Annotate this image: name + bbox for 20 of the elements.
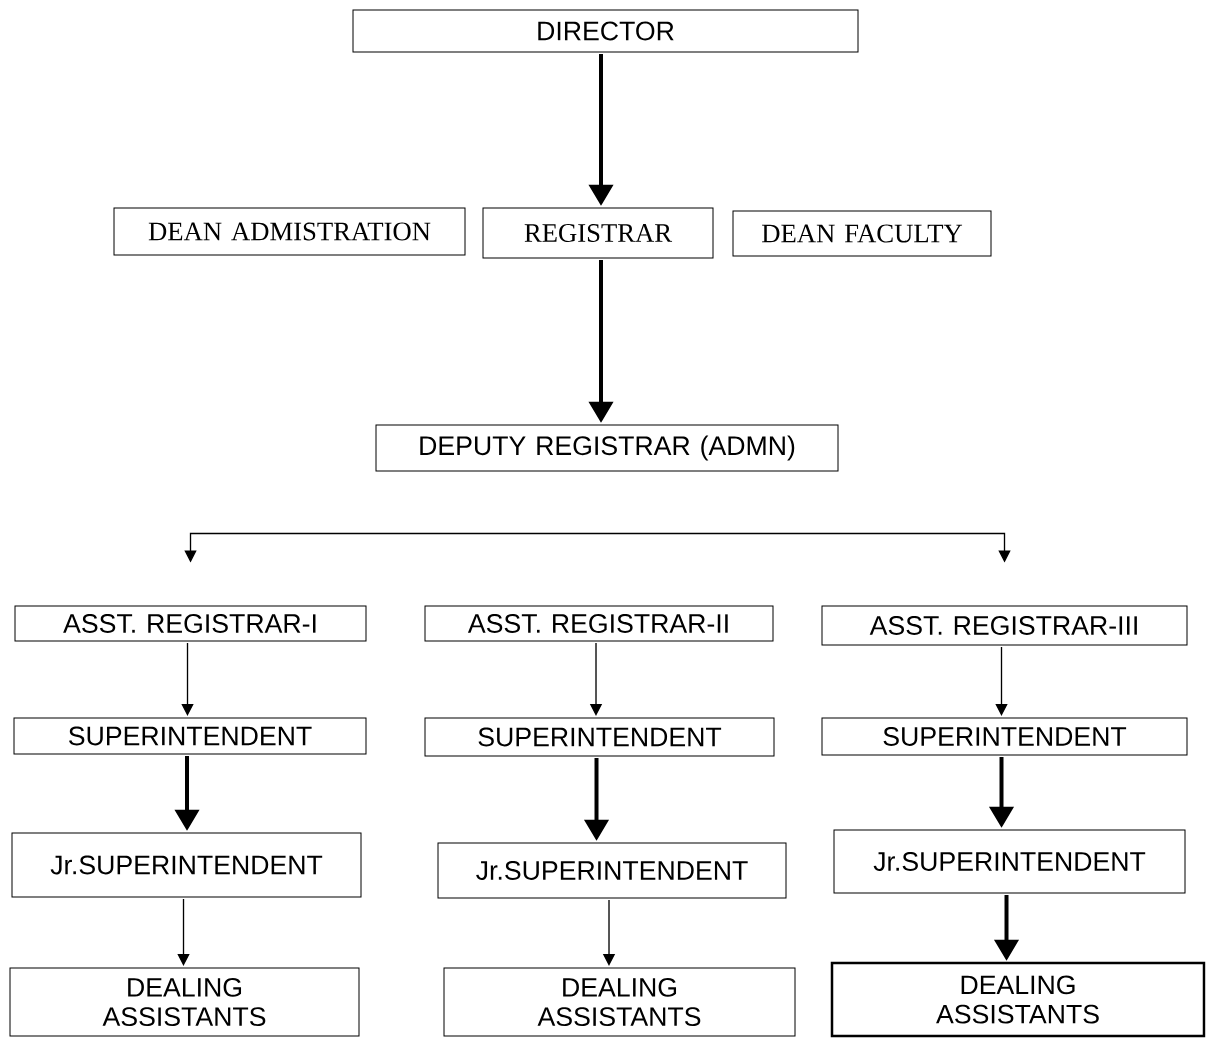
org-box: ASST. REGISTRAR-III [821, 605, 1188, 646]
arrow [995, 646, 1008, 716]
org-box: SUPERINTENDENT [13, 717, 367, 755]
org-box: DEAN ADMISTRATION [113, 207, 466, 256]
org-box: DEPUTY REGISTRAR (ADMN) [375, 424, 839, 472]
org-box: DEALING ASSISTANTS [830, 961, 1206, 1038]
org-box: DEALING ASSISTANTS [9, 967, 360, 1037]
arrow [177, 898, 190, 966]
org-box: DIRECTOR [352, 9, 859, 53]
arrow [181, 642, 194, 716]
org-box: ASST. REGISTRAR-II [424, 605, 774, 642]
org-box: ASST. REGISTRAR-I [14, 605, 367, 642]
org-box: SUPERINTENDENT [424, 717, 775, 757]
org-box: REGISTRAR [482, 207, 714, 259]
org-box: Jr.SUPERINTENDENT [437, 842, 787, 899]
org-box: DEAN FACULTY [732, 210, 992, 257]
org-box: Jr.SUPERINTENDENT [11, 832, 362, 898]
org-box: DEALING ASSISTANTS [443, 967, 796, 1037]
org-box: SUPERINTENDENT [821, 717, 1188, 756]
org-box: Jr.SUPERINTENDENT [833, 829, 1186, 894]
